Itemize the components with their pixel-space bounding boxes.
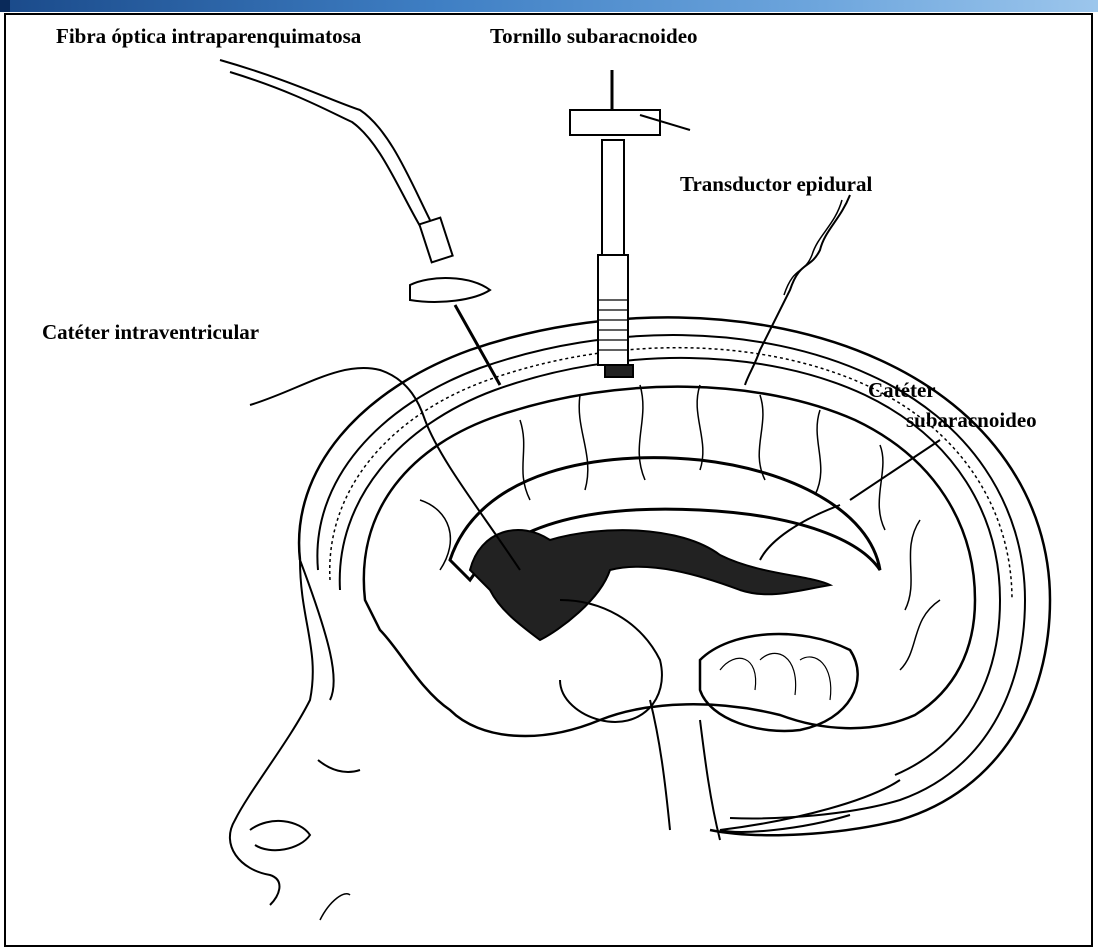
label-subarachnoid-catheter-line2: subaracnoideo (906, 408, 1037, 432)
face-profile (230, 560, 334, 905)
brain-sulci (420, 385, 940, 670)
lateral-ventricle (470, 530, 830, 640)
label-epidural-transducer: Transductor epidural (680, 172, 872, 196)
lip-line (320, 894, 350, 920)
cerebellum-folia (720, 653, 831, 700)
scalp-outline (299, 317, 1050, 835)
fiber-optic-device (220, 60, 500, 385)
label-subarachnoid-catheter-line1: Catéter (868, 378, 936, 402)
subarachnoid-catheter (760, 440, 940, 560)
label-subarachnoid-screw: Tornillo subaracnoideo (490, 24, 698, 48)
cerebellum (700, 634, 858, 731)
nostril (250, 821, 310, 850)
intraventricular-catheter (250, 368, 520, 570)
subarachnoid-screw-device (570, 70, 690, 377)
brainstem (650, 700, 720, 840)
midbrain (560, 600, 662, 722)
eye-line (318, 760, 360, 772)
epidural-wire (745, 195, 850, 385)
label-fiber-optic: Fibra óptica intraparenquimatosa (56, 24, 361, 48)
label-intraventricular-catheter: Catéter intraventricular (42, 320, 259, 344)
